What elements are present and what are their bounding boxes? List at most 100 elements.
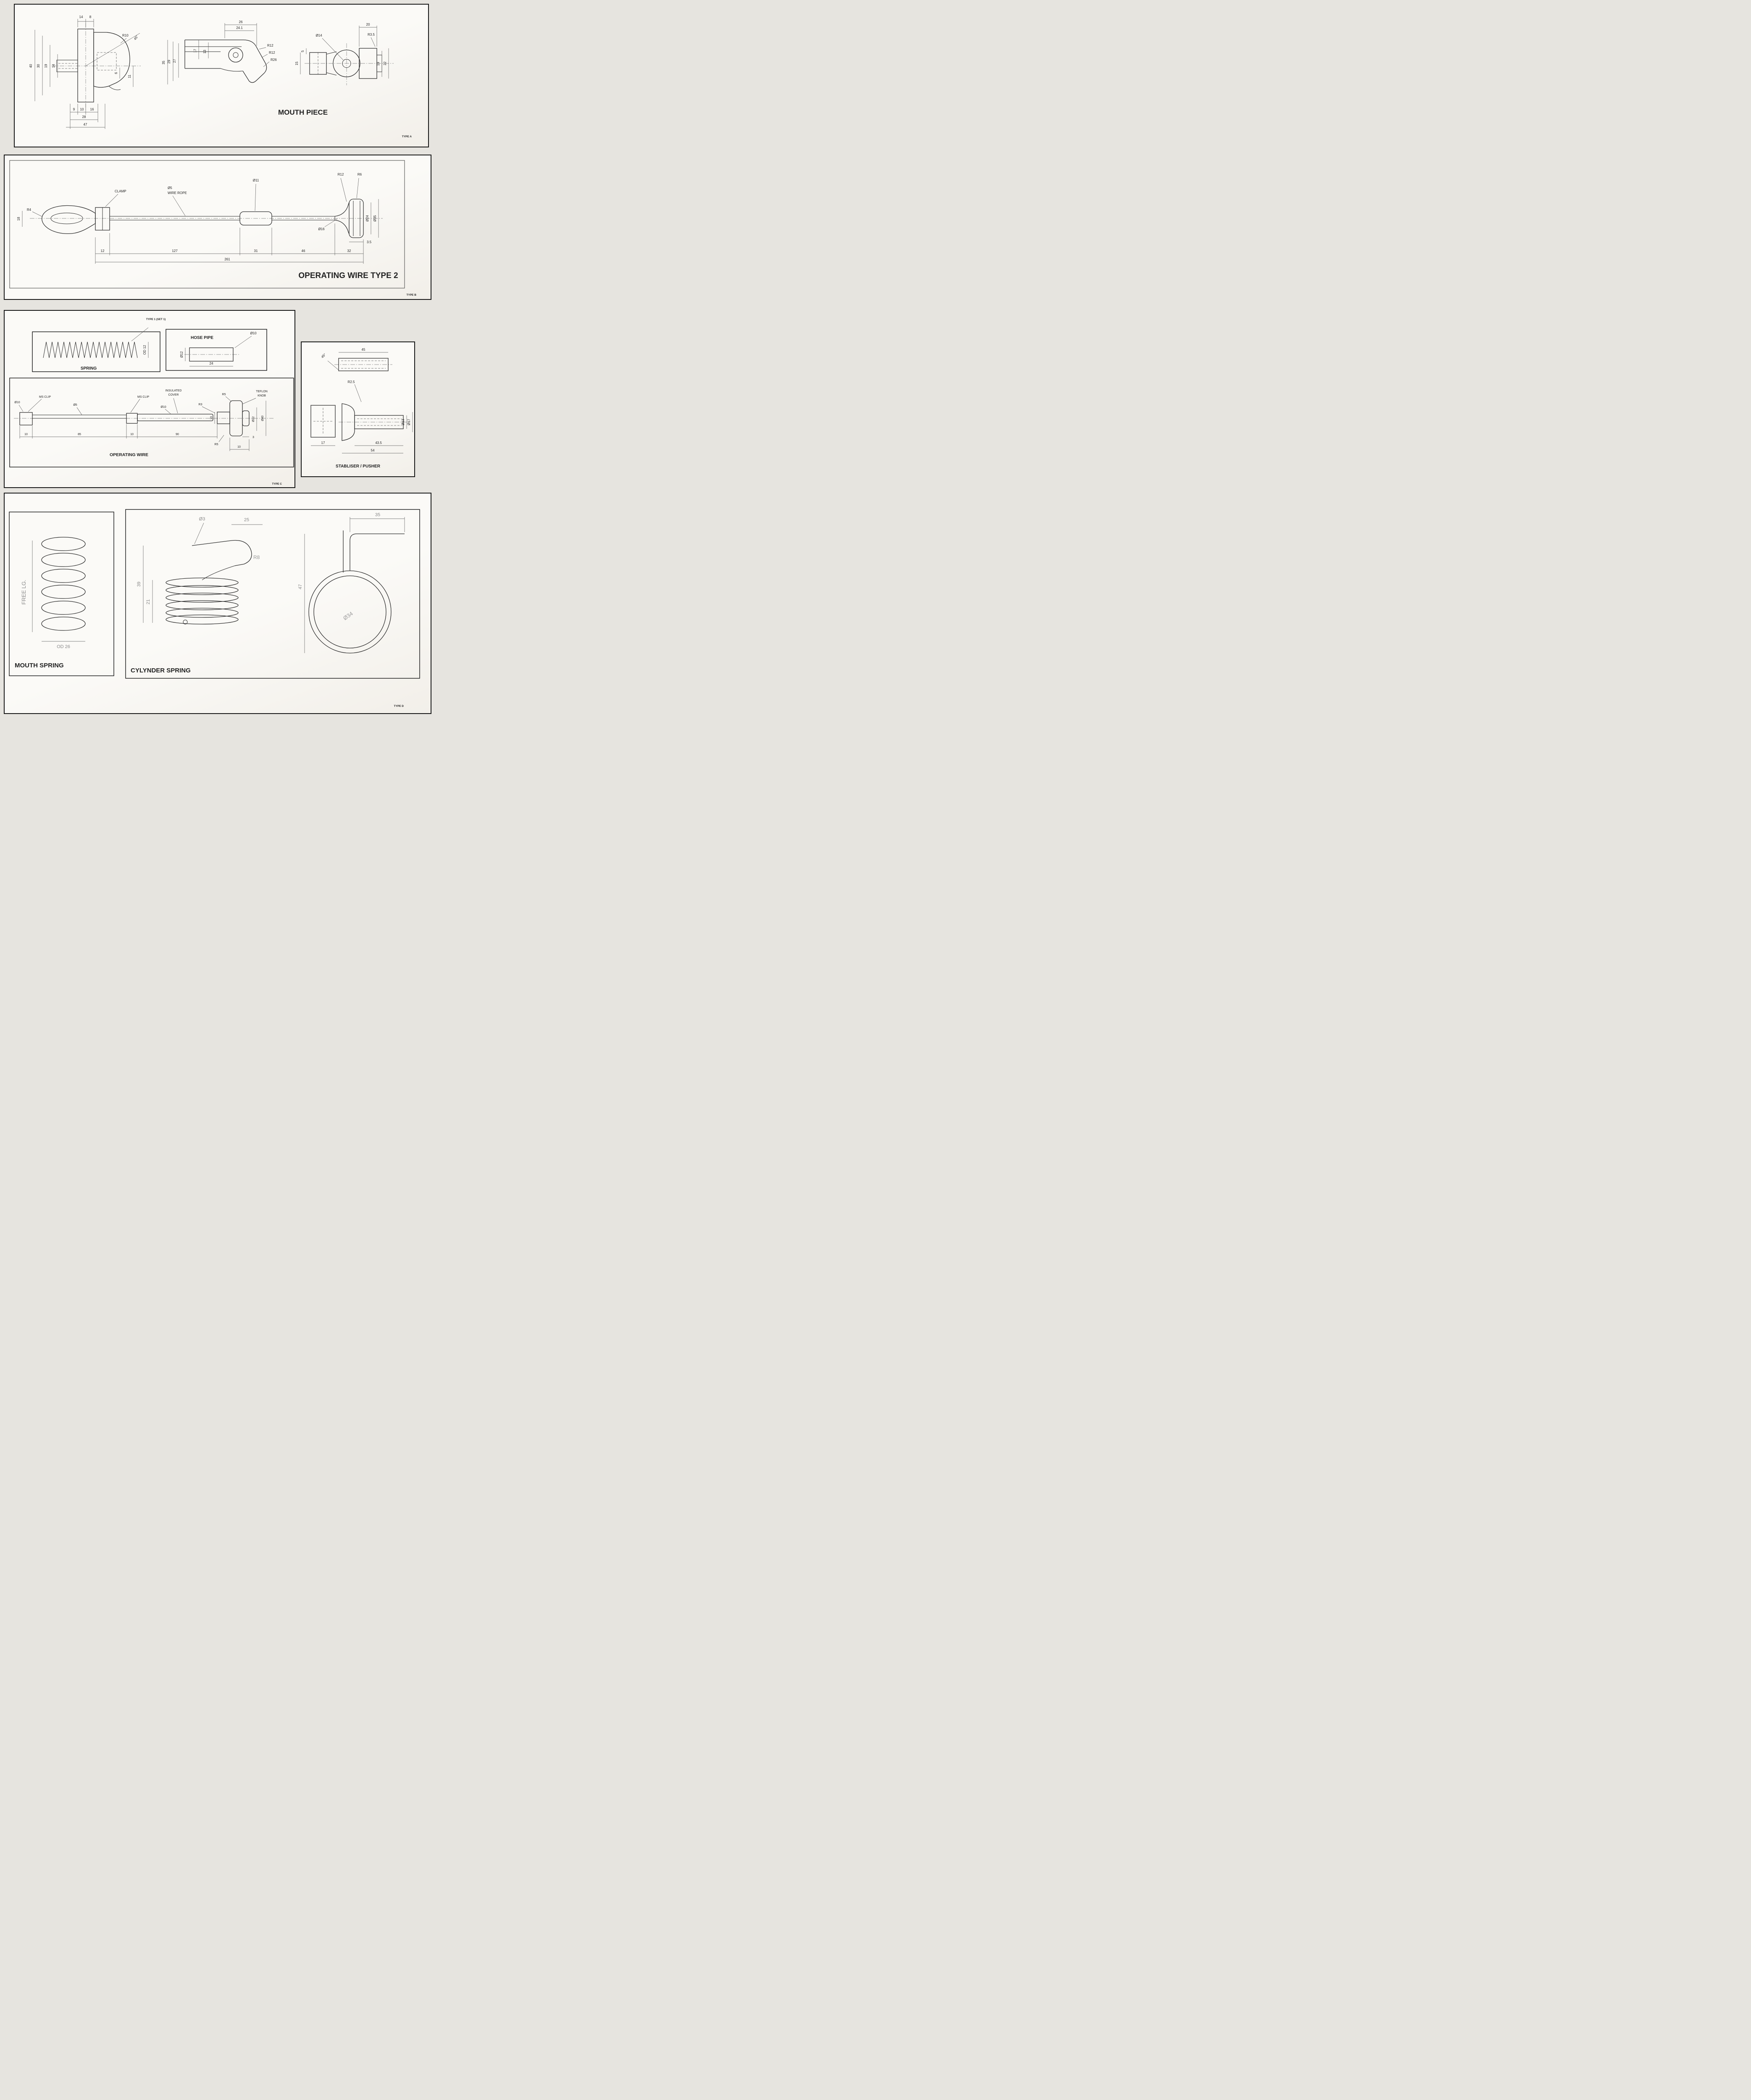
dim-label: Ø17 [407,419,411,425]
dim-label: Ø24 [365,215,369,222]
dim-label: Ø3 [199,517,205,522]
dim-label: Ø22 [252,416,255,422]
dim-label: 9 [73,108,75,111]
inner-drawing-frame [9,160,405,289]
stabliser-pusher-drawing: 45 45° R2.5 Ø13 Ø17 17 43.5 54 STABLISER… [310,348,413,469]
operating-wire-assembly [30,199,383,238]
dim-label: 10 [237,446,241,449]
dim-label: R12 [338,173,344,176]
mouth-spring-coil [41,537,86,631]
operating-wire-labels: CLAMP Ø5 WIRE ROPE Ø11 R12 R6 R4 18 Ø16 … [17,173,379,244]
dim-label: Ø13 [401,419,405,425]
mouth-piece-top-view: Ø14 20 R3.5 5 15 19 22 [295,23,394,85]
dim-label: Ø10 [160,406,166,409]
dim-label: R8 [253,554,260,560]
dim-label: R6 [358,173,362,176]
dim-label: 3.5 [367,240,372,244]
dim-label: 43.5 [375,441,382,445]
operating-wire-box: MS CLIP Ø10 Ø5 MS CLIP INSULATED COVER Ø… [9,378,294,467]
part-label: Ø5 [168,186,172,190]
panel-stabliser-pusher: 45 45° R2.5 Ø13 Ø17 17 43.5 54 STABLISER… [301,341,415,477]
type-tag-c: TYPE C [272,483,282,486]
panel-type-d: FREE LG. OD 26 MOUTH SPRING Ø3 25 R8 [4,493,431,714]
dim-label: 31 [254,249,258,253]
dim-label: 10 [130,433,134,436]
mouth-piece-front-view: 14 8 R10 45° 40 30 19 14 6 11 9 10 16 28… [29,15,141,129]
dim-label: R4 [27,208,32,212]
dim-label: 40 [29,64,33,68]
dim-label: OD 12 [143,345,147,355]
dim-label: 54 [371,449,375,452]
dim-label: Ø14 [315,34,322,37]
dim-label: R2.5 [348,380,355,384]
part-label: KNOB [258,394,266,397]
dim-label: 27 [173,59,176,63]
part-label: MS CLIP [137,396,149,399]
set-label: TYPE 1 (SET 1) [146,318,166,321]
dim-label: 261 [224,257,230,261]
part-label: MS CLIP [39,396,51,399]
type-tag-d: TYPE D [394,705,404,708]
dim-label: 35 [375,512,380,517]
cylynder-spring-front-view: 35 47 Ø34 [298,512,405,654]
dim-label: Ø34 [342,610,354,621]
dim-label: R12 [269,51,275,55]
dim-label: 3 [252,436,254,439]
part-label: COVER [168,394,179,396]
dim-label: 17 [321,441,325,445]
operating-wire-title: OPERATING WIRE [110,452,148,457]
dim-label: Ø16 [318,227,325,231]
dim-label: 5 [301,50,305,52]
dim-label: Ø40 [261,415,264,421]
dim-label: 22 [383,61,387,65]
cylynder-spring-coils [166,578,239,625]
dim-label: 24.1 [236,26,243,30]
dim-label: 11 [128,74,131,78]
dim-label: 28 [82,115,86,119]
dim-label: 24 [210,362,213,365]
dim-label: 14 [52,64,55,68]
panel-operating-wire-type2: CLAMP Ø5 WIRE ROPE Ø11 R12 R6 R4 18 Ø16 … [4,155,431,300]
dim-label: 29 [167,60,171,63]
panel-title-mouth-piece: MOUTH PIECE [278,108,328,116]
panel-mouth-piece: 14 8 R10 45° 40 30 19 14 6 11 9 10 16 28… [14,4,429,147]
dim-label: 26 [239,20,243,24]
dim-label: 25 [244,517,249,522]
dim-label: Ø35 [373,215,377,222]
dim-label: 18 [17,217,21,220]
dim-label: 13 [203,50,207,53]
type-tag-b: TYPE B [407,294,417,297]
cylynder-spring-title: CYLYNDER SPRING [131,667,191,674]
operating-wire-dim-chain: 12 127 31 46 32 261 [95,223,364,264]
dim-label: 6 [114,72,118,74]
dim-label: 46 [302,249,305,253]
cylynder-spring-side-view: Ø3 25 R8 39 21 [137,517,263,625]
dim-label: Ø12 [180,351,184,358]
part-label: INSULATED [166,389,182,392]
panel-title-operating-wire-type2: OPERATING WIRE TYPE 2 [298,271,398,280]
stabliser-front-view: Ø13 Ø17 17 43.5 54 [310,403,413,454]
dim-label: Ø11 [253,178,259,182]
type-d-drawing: FREE LG. OD 26 MOUTH SPRING Ø3 25 R8 [9,509,420,708]
dim-label: 127 [172,249,178,253]
dim-label: 10 [80,108,84,111]
dim-label: 21 [146,599,151,604]
dim-label: 16 [90,108,94,111]
dim-label: FREE LG. [21,580,27,604]
panel-type-c: TYPE 1 (SET 1) OD 12 SPRING HOSE PIPE Ø1… [4,310,295,488]
dim-label: 19 [44,64,48,68]
spring-box: OD 12 SPRING [32,327,160,372]
mouth-spring-title: MOUTH SPRING [15,662,64,669]
dim-label: 15 [295,61,299,65]
hose-pipe-box: HOSE PIPE Ø10 Ø12 24 [166,329,267,371]
dim-label: 45° [133,34,139,41]
dim-label: 39 [137,582,142,587]
spring-title: SPRING [81,366,97,371]
dim-label: 19 [376,62,380,66]
dim-label: 17 [193,49,197,52]
mouth-spring-box: FREE LG. OD 26 MOUTH SPRING [9,512,114,676]
dim-label: 90 [176,433,179,436]
dim-label: 12 [101,249,105,253]
mouth-piece-drawing: 14 8 R10 45° 40 30 19 14 6 11 9 10 16 28… [29,15,412,138]
dim-label: Ø10 [14,401,20,404]
